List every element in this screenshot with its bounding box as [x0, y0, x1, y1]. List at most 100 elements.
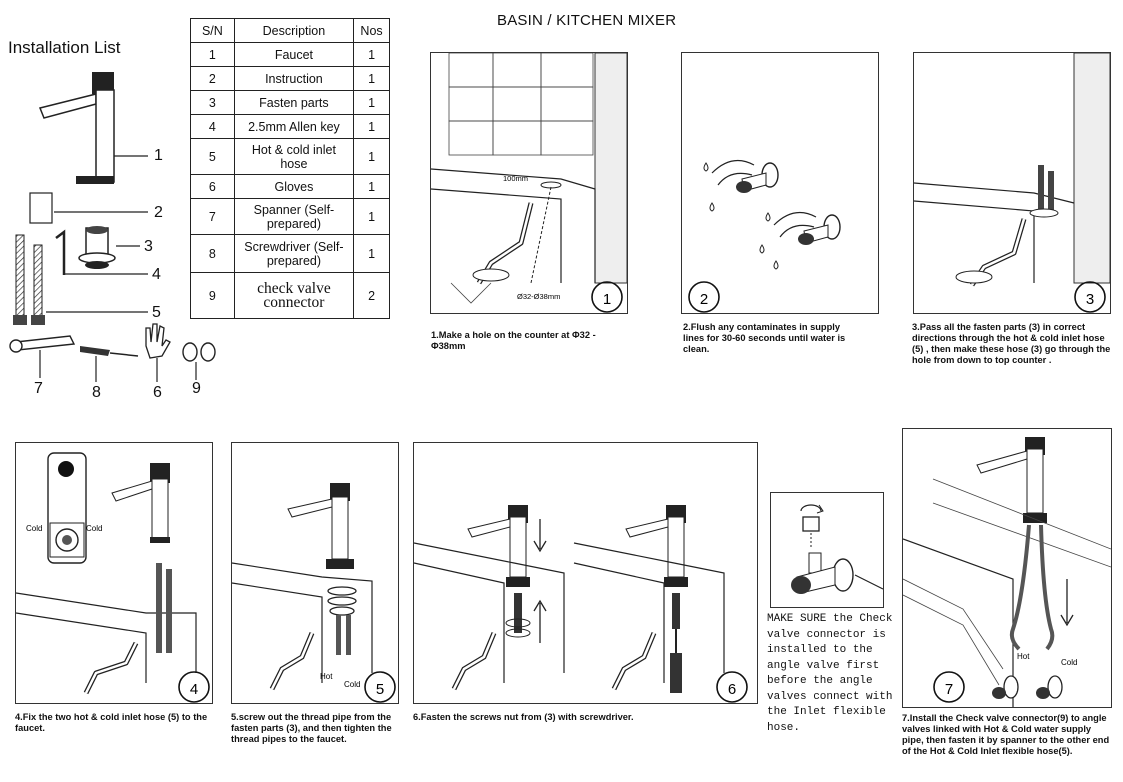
step-7-label-hot: Hot	[1017, 652, 1030, 661]
cell-desc: 2.5mm Allen key	[233, 114, 355, 139]
step-1-dim-100mm: 100mm	[503, 174, 528, 183]
step-4-illustration: Cold Cold 4	[15, 452, 210, 703]
angle-valve-cold	[1036, 675, 1063, 699]
table-header-row: S/N Description Nos	[190, 18, 390, 43]
check-valve-inset	[770, 492, 884, 608]
header-nos: Nos	[353, 18, 390, 43]
step-1-panel: 1 100mm Ø32-Ø38mm	[430, 52, 628, 314]
cell-nos: 1	[353, 234, 390, 273]
step-4-caption: 4.Fix the two hot & cold inlet hose (5) …	[15, 712, 208, 733]
cell-sn: 9	[190, 272, 235, 319]
step-2-number: 2	[700, 291, 708, 308]
step-3-illustration: 3	[913, 52, 1111, 313]
cell-desc: Screwdriver (Self-prepared)	[233, 234, 355, 273]
callout-8: 8	[92, 384, 101, 401]
parts-illustration	[9, 72, 216, 382]
step-6-left-scene	[413, 505, 565, 691]
cell-sn: 4	[190, 114, 235, 139]
make-sure-note: MAKE SURE the Check valve connector is i…	[767, 613, 893, 734]
step-2-caption: 2.Flush any contaminates in supply lines…	[683, 322, 846, 354]
fasten-parts-drawing	[78, 226, 140, 269]
faucet-drawing	[38, 72, 148, 184]
cell-nos: 1	[353, 174, 390, 199]
cell-sn: 5	[190, 138, 235, 175]
callout-3: 3	[144, 238, 153, 255]
cell-desc: Spanner (Self-prepared)	[233, 198, 355, 235]
angle-valve-drawing-2	[773, 211, 841, 245]
step-7-number: 7	[945, 681, 953, 698]
step-7-panel: Hot Cold 7	[902, 428, 1112, 708]
page-title: BASIN / KITCHEN MIXER	[497, 12, 677, 29]
cell-nos: 1	[353, 42, 390, 67]
step-5-illustration: Hot Cold 5	[231, 483, 396, 703]
step-1-dim-diameter: Ø32-Ø38mm	[517, 292, 560, 301]
cell-sn: 3	[190, 90, 235, 115]
step-4-label-cold-right: Cold	[86, 524, 102, 533]
step-6-caption: 6.Fasten the screws nut from (3) with sc…	[413, 712, 634, 722]
step-6-right-scene	[573, 505, 725, 693]
step-7-label-cold: Cold	[1061, 658, 1077, 667]
callout-7: 7	[34, 380, 43, 397]
step-6-illustration: 6	[413, 505, 748, 703]
header-description: Description	[233, 18, 355, 43]
cell-desc: Instruction	[233, 66, 355, 91]
step-1-number: 1	[603, 291, 611, 308]
cell-desc: Gloves	[233, 174, 355, 199]
cell-sn: 6	[190, 174, 235, 199]
step-1-illustration: 1 100mm Ø32-Ø38mm	[430, 52, 628, 313]
installation-list-heading: Installation List	[8, 38, 121, 57]
step-5-label-hot: Hot	[320, 672, 333, 681]
step-1-caption: 1.Make a hole on the counter at Φ32 - Φ3…	[431, 330, 596, 351]
spanner-drawing	[15, 335, 76, 351]
cell-nos: 2	[353, 272, 390, 319]
step-4-label-cold-left: Cold	[26, 524, 42, 533]
cell-sn: 1	[190, 42, 235, 67]
step-7-illustration: Hot Cold 7	[902, 437, 1112, 707]
step-5-panel: Hot Cold 5	[231, 442, 399, 704]
step-5-number: 5	[376, 681, 384, 698]
cell-nos: 1	[353, 114, 390, 139]
callout-6: 6	[153, 384, 162, 401]
cell-desc: Faucet	[233, 42, 355, 67]
cell-nos: 1	[353, 138, 390, 175]
header-sn: S/N	[190, 18, 235, 43]
step-5-label-cold: Cold	[344, 680, 360, 689]
callout-2: 2	[154, 204, 163, 221]
instruction-sheet-drawing	[29, 192, 53, 224]
step-2-panel: 2	[681, 52, 879, 314]
step-4-number: 4	[190, 681, 198, 698]
cell-sn: 2	[190, 66, 235, 91]
callout-9: 9	[192, 380, 201, 397]
cell-sn: 8	[190, 234, 235, 273]
callout-1: 1	[154, 147, 163, 164]
step-3-panel: 3	[913, 52, 1111, 314]
step-3-caption: 3.Pass all the fasten parts (3) in corre…	[912, 322, 1111, 365]
step-5-caption: 5.screw out the thread pipe from the fas…	[231, 712, 392, 744]
cell-nos: 1	[353, 198, 390, 235]
angle-valve-hot	[992, 675, 1019, 699]
screwdriver-drawing	[80, 346, 110, 356]
cell-nos: 1	[353, 66, 390, 91]
check-valve-drawing	[182, 342, 216, 380]
cell-nos: 1	[353, 90, 390, 115]
callout-4: 4	[152, 266, 161, 283]
callout-5: 5	[152, 304, 161, 321]
gloves-drawing	[145, 323, 171, 359]
angle-valve-drawing	[711, 159, 779, 193]
inlet-hose-drawing	[13, 234, 148, 325]
allen-key-drawing	[55, 229, 66, 275]
cell-desc: Hot & cold inlet hose	[233, 138, 355, 175]
cell-desc: check valve connector	[233, 272, 355, 319]
step-6-number: 6	[728, 681, 736, 698]
step-7-caption: 7.Install the Check valve connector(9) t…	[902, 713, 1110, 756]
